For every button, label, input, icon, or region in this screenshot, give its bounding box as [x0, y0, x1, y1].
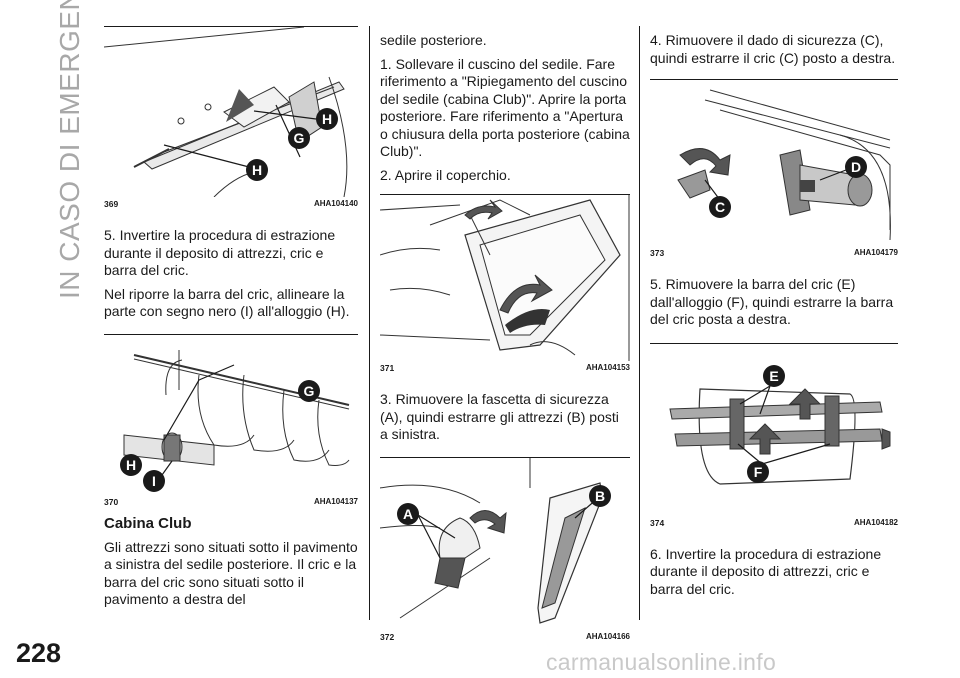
- svg-text:D: D: [851, 159, 861, 175]
- figure-371-illustration: [380, 195, 630, 361]
- figure-code: AHA104182: [853, 517, 898, 527]
- figure-374-illustration: E F: [669, 364, 891, 485]
- page-number: 228: [16, 638, 62, 668]
- figure-code: AHA104153: [585, 363, 630, 372]
- paragraph: 1. Sollevare il cuscino del sedile. Fare…: [380, 55, 630, 160]
- figure-code: AHA104166: [585, 631, 630, 641]
- figure-code: AHA104140: [313, 199, 358, 208]
- paragraph: 3. Rimuovere la fascetta di sicurezza (A…: [380, 391, 619, 442]
- figure-369-illustration: H G H: [104, 27, 348, 197]
- paragraph: 4. Rimuovere il dado di sicurezza (C), q…: [650, 32, 896, 66]
- figure-number: 373: [650, 248, 665, 258]
- svg-text:F: F: [754, 464, 763, 480]
- figure-373-callout-c: [709, 196, 731, 218]
- paragraph: 5. Invertire la procedura di estrazione …: [104, 227, 336, 278]
- column-divider: [369, 26, 370, 620]
- svg-text:B: B: [595, 488, 605, 504]
- section-heading: Cabina Club: [104, 514, 192, 532]
- svg-text:A: A: [403, 506, 413, 522]
- svg-text:C: C: [715, 199, 725, 215]
- figure-370-caption: 370 AHA104137: [104, 495, 358, 509]
- figure-code: AHA104179: [853, 248, 898, 257]
- paragraph: sedile posteriore.: [380, 32, 487, 48]
- figure-373-callout-d: [845, 156, 867, 178]
- figure-373: D C 373 AHA104179: [650, 79, 898, 260]
- figure-369-caption: 369 AHA104140: [104, 197, 358, 211]
- figure-373-caption: 373 AHA104179: [650, 246, 898, 260]
- figure-370-callout-g: [298, 379, 320, 402]
- column-2: sedile posteriore. 1. Sollevare il cusci…: [380, 26, 630, 644]
- figure-370: H I G 370 AHA104137: [104, 333, 358, 509]
- figure-number: 372: [380, 631, 395, 642]
- figure-code: AHA104137: [313, 496, 358, 506]
- figure-number: 369: [104, 199, 119, 209]
- figure-372-illustration: A B: [380, 457, 611, 624]
- svg-text:I: I: [152, 473, 156, 489]
- column-divider: [639, 26, 640, 620]
- svg-text:E: E: [769, 368, 778, 384]
- figure-372-callout-b: [589, 484, 611, 507]
- paragraph: 5. Rimuovere la barra del cric (E) dall'…: [650, 276, 894, 327]
- figure-373-illustration: D C: [677, 89, 891, 241]
- svg-text:H: H: [126, 457, 136, 473]
- figure-number: 371: [380, 363, 395, 373]
- svg-text:G: G: [304, 383, 315, 399]
- section-title: IN CASO DI EMERGENZA: [54, 0, 85, 299]
- figure-372: A B 372 AHA104166: [380, 456, 630, 644]
- figure-370-illustration: H I G: [120, 349, 350, 492]
- figure-369-callout-h2: [246, 159, 268, 181]
- figure-374-callout-f: [747, 460, 769, 483]
- figure-372-caption: 372 AHA104166: [380, 630, 630, 644]
- column-3: 4. Rimuovere il dado di sicurezza (C), q…: [650, 26, 898, 598]
- paragraph: 2. Aprire il coperchio.: [380, 166, 511, 183]
- paragraph: 6. Invertire la procedura di estrazione …: [650, 545, 882, 597]
- figure-370-callout-h: [120, 453, 142, 476]
- figure-370-callout-i: [143, 469, 165, 492]
- figure-369-callout-h1: [316, 108, 338, 130]
- paragraph: Gli attrezzi sono situati sotto il pavim…: [104, 538, 358, 608]
- figure-369: H G H 369 AHA104140: [104, 26, 358, 211]
- svg-text:G: G: [294, 130, 305, 146]
- figure-374: E F 374 AHA104182: [650, 342, 898, 530]
- watermark: carmanualsonline.info: [546, 649, 777, 675]
- svg-text:H: H: [252, 162, 262, 178]
- figure-369-callout-g: [288, 127, 310, 149]
- figure-number: 370: [104, 496, 119, 507]
- figure-371: 371 AHA104153: [380, 194, 630, 375]
- figure-372-callout-a: [397, 502, 419, 525]
- svg-text:H: H: [322, 111, 332, 127]
- figure-374-caption: 374 AHA104182: [650, 516, 898, 530]
- figure-371-caption: 371 AHA104153: [380, 361, 630, 375]
- column-1: H G H 369 AHA104140 5. Invertire la proc…: [104, 26, 358, 609]
- figure-374-callout-e: [763, 364, 785, 387]
- paragraph: Nel riporre la barra del cric, allineare…: [104, 285, 350, 320]
- figure-number: 374: [650, 517, 665, 528]
